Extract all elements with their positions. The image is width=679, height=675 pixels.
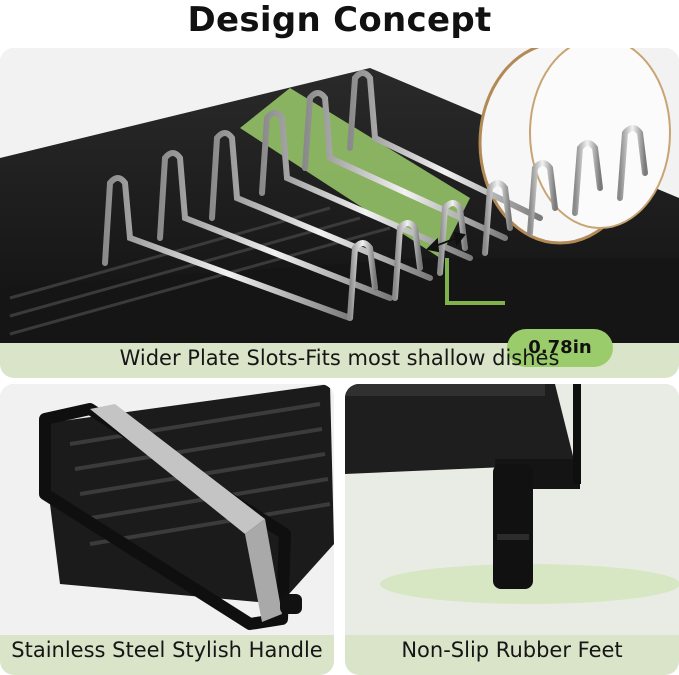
plate-slots-panel: 0.78in Wider Plate Slots-Fits most shall… (0, 48, 679, 378)
feet-panel: Non-Slip Rubber Feet (345, 384, 679, 675)
handle-caption: Stainless Steel Stylish Handle (11, 638, 323, 662)
handle-photo (0, 384, 334, 635)
feet-caption: Non-Slip Rubber Feet (401, 638, 623, 662)
handle-panel: Stainless Steel Stylish Handle (0, 384, 334, 675)
plate-slots-caption: Wider Plate Slots-Fits most shallow dish… (119, 346, 560, 370)
rubber-feet-photo (345, 384, 679, 635)
page-title: Design Concept (187, 0, 492, 40)
slot-width-badge: 0.78in (507, 329, 613, 367)
dish-rack-photo (0, 48, 679, 343)
